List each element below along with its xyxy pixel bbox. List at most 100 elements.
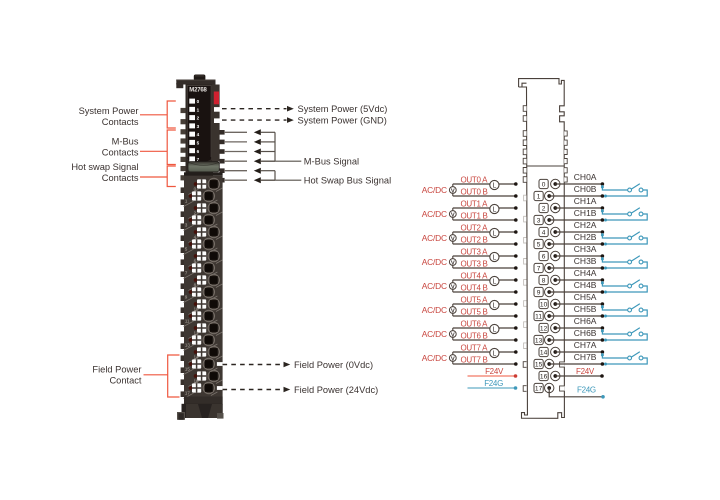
svg-text:M2768: M2768 xyxy=(189,88,207,94)
svg-text:CH0A: CH0A xyxy=(574,172,597,182)
svg-text:5: 5 xyxy=(537,241,541,248)
svg-text:OUT7 B: OUT7 B xyxy=(461,355,488,364)
svg-text:CH0B: CH0B xyxy=(574,184,597,194)
svg-text:M-Bus Signal: M-Bus Signal xyxy=(304,157,359,167)
svg-text:AC/DC: AC/DC xyxy=(422,305,447,315)
svg-text:V: V xyxy=(451,332,455,338)
svg-text:11: 11 xyxy=(185,318,190,323)
svg-text:0: 0 xyxy=(542,181,546,188)
svg-text:V: V xyxy=(451,284,455,290)
svg-text:14: 14 xyxy=(194,354,199,359)
svg-text:1: 1 xyxy=(197,107,200,112)
svg-text:OUT1 A: OUT1 A xyxy=(461,199,489,208)
svg-text:CH3B: CH3B xyxy=(574,256,597,266)
svg-text:3: 3 xyxy=(537,217,541,224)
svg-text:6: 6 xyxy=(542,253,546,260)
svg-text:OUT6 B: OUT6 B xyxy=(461,331,488,340)
svg-text:AC/DC: AC/DC xyxy=(422,185,447,195)
svg-text:CH6A: CH6A xyxy=(574,316,597,326)
svg-text:OUT4 B: OUT4 B xyxy=(461,283,488,292)
svg-text:CH5A: CH5A xyxy=(574,292,597,302)
svg-text:OUT2 A: OUT2 A xyxy=(461,223,489,232)
svg-text:V: V xyxy=(451,188,455,194)
svg-text:16: 16 xyxy=(540,373,548,380)
svg-text:5: 5 xyxy=(185,246,188,251)
svg-text:12: 12 xyxy=(194,330,199,335)
svg-text:16: 16 xyxy=(194,378,199,383)
svg-text:0: 0 xyxy=(197,99,200,104)
svg-text:System Power (GND): System Power (GND) xyxy=(298,116,387,126)
svg-text:2: 2 xyxy=(197,116,200,121)
svg-text:System Power: System Power xyxy=(79,106,139,116)
svg-text:14: 14 xyxy=(540,349,548,356)
svg-text:L: L xyxy=(492,183,496,190)
svg-text:Field Power (0Vdc): Field Power (0Vdc) xyxy=(294,360,373,370)
svg-text:F24G: F24G xyxy=(484,379,503,388)
svg-text:CH4A: CH4A xyxy=(574,268,597,278)
svg-text:L: L xyxy=(492,351,496,358)
svg-text:15: 15 xyxy=(185,366,190,371)
svg-text:V: V xyxy=(451,212,455,218)
svg-text:Hot swap Signal: Hot swap Signal xyxy=(71,162,138,172)
svg-text:CH3A: CH3A xyxy=(574,244,597,254)
svg-text:1: 1 xyxy=(185,198,188,203)
svg-text:F24G: F24G xyxy=(577,386,596,395)
svg-text:OUT3 B: OUT3 B xyxy=(461,259,488,268)
svg-text:L: L xyxy=(492,327,496,334)
svg-text:8: 8 xyxy=(542,277,546,284)
svg-text:7: 7 xyxy=(197,157,200,162)
svg-text:OUT0 A: OUT0 A xyxy=(461,175,489,184)
svg-text:L: L xyxy=(492,207,496,214)
svg-text:4: 4 xyxy=(542,229,546,236)
svg-text:1: 1 xyxy=(537,193,541,200)
svg-text:5: 5 xyxy=(197,141,200,146)
svg-text:F24V: F24V xyxy=(576,367,595,376)
svg-text:6: 6 xyxy=(197,149,200,154)
svg-text:3: 3 xyxy=(185,222,188,227)
svg-text:Contacts: Contacts xyxy=(102,173,139,183)
svg-text:OUT5 A: OUT5 A xyxy=(461,295,489,304)
svg-text:Contacts: Contacts xyxy=(102,147,139,157)
svg-text:Field Power (24Vdc): Field Power (24Vdc) xyxy=(294,385,378,395)
svg-text:V: V xyxy=(451,236,455,242)
svg-text:8: 8 xyxy=(194,282,197,287)
svg-text:V: V xyxy=(451,260,455,266)
svg-text:CH6B: CH6B xyxy=(574,328,597,338)
svg-text:CH2A: CH2A xyxy=(574,220,597,230)
svg-text:4: 4 xyxy=(194,234,197,239)
svg-text:4: 4 xyxy=(197,132,200,137)
svg-text:V: V xyxy=(451,356,455,362)
svg-text:9: 9 xyxy=(537,289,541,296)
svg-text:OUT6 A: OUT6 A xyxy=(461,319,489,328)
svg-text:17: 17 xyxy=(535,385,543,392)
svg-text:7: 7 xyxy=(537,265,541,272)
svg-text:V: V xyxy=(451,308,455,314)
svg-text:7: 7 xyxy=(185,270,188,275)
svg-text:CH7A: CH7A xyxy=(574,340,597,350)
svg-text:OUT7 A: OUT7 A xyxy=(461,343,489,352)
svg-text:CH2B: CH2B xyxy=(574,232,597,242)
svg-text:CH5B: CH5B xyxy=(574,304,597,314)
svg-text:CH1A: CH1A xyxy=(574,196,597,206)
svg-text:15: 15 xyxy=(535,361,543,368)
svg-text:CH1B: CH1B xyxy=(574,208,597,218)
svg-text:12: 12 xyxy=(540,325,548,332)
svg-text:OUT3 A: OUT3 A xyxy=(461,247,489,256)
svg-text:10: 10 xyxy=(540,301,548,308)
svg-text:Contacts: Contacts xyxy=(102,117,139,127)
svg-text:13: 13 xyxy=(185,342,190,347)
svg-text:3: 3 xyxy=(197,124,200,129)
svg-text:2: 2 xyxy=(542,205,546,212)
svg-text:0: 0 xyxy=(194,186,197,191)
svg-text:9: 9 xyxy=(185,294,188,299)
svg-text:OUT5 B: OUT5 B xyxy=(461,307,488,316)
svg-text:Contact: Contact xyxy=(109,375,141,385)
svg-text:OUT4 A: OUT4 A xyxy=(461,271,489,280)
svg-text:CH7B: CH7B xyxy=(574,352,597,362)
svg-text:AC/DC: AC/DC xyxy=(422,257,447,267)
svg-text:AC/DC: AC/DC xyxy=(422,329,447,339)
svg-text:Hot Swap Bus Signal: Hot Swap Bus Signal xyxy=(304,176,391,186)
svg-text:OUT1 B: OUT1 B xyxy=(461,211,488,220)
svg-text:L: L xyxy=(492,279,496,286)
svg-text:OUT0 B: OUT0 B xyxy=(461,187,488,196)
